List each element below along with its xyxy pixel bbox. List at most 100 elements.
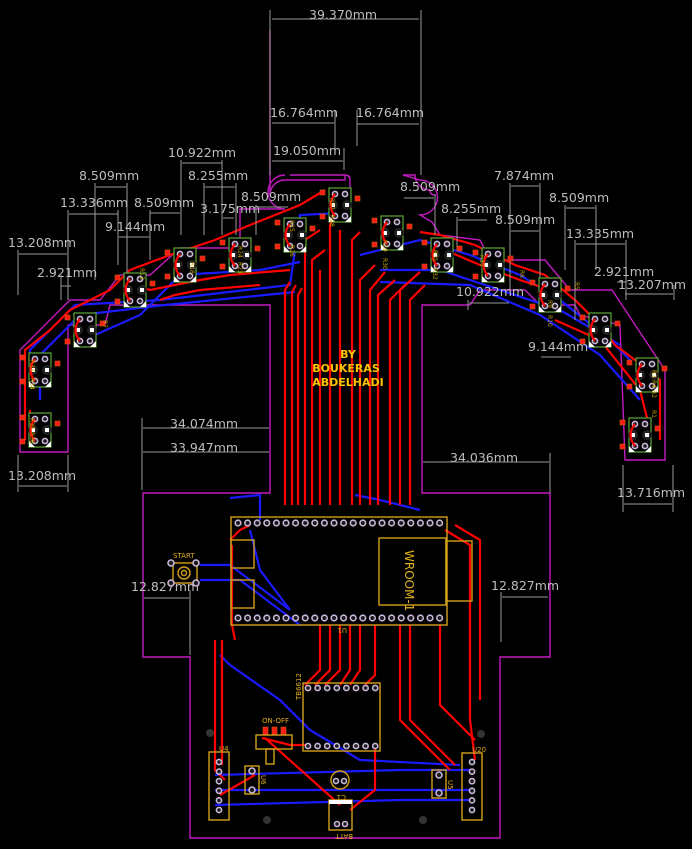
- dim-right-bottom: 13.716mm: [617, 485, 685, 500]
- dim-left-3: 8.255mm: [188, 168, 248, 183]
- header-left-label: U4: [219, 745, 229, 753]
- mcu-ref: U1: [337, 626, 347, 634]
- dim-top-width: 39.370mm: [309, 7, 377, 22]
- dim-right-9: 10.922mm: [456, 284, 524, 299]
- mounting-hole: [477, 730, 485, 738]
- resistor-label: R32: [431, 268, 438, 280]
- resistor-label: R7: [101, 320, 108, 328]
- resistor-label: R34: [28, 378, 35, 390]
- dim-left-8: 9.144mm: [105, 219, 165, 234]
- resistor-label: R33: [28, 360, 35, 372]
- resistor-label: R25: [288, 220, 295, 232]
- capacitor: C1: [330, 770, 350, 801]
- tactile-button[interactable]: [421, 237, 463, 273]
- dim-right-6: 13.335mm: [566, 226, 634, 241]
- resistor-label: R18: [188, 262, 195, 274]
- resistor-label: R29: [381, 240, 388, 252]
- start-button-label: START: [173, 552, 195, 560]
- credit-text: BY BOUKERAS ABDELHADI: [312, 348, 384, 389]
- resistor-label: R31: [431, 250, 438, 262]
- dim-right-4: 8.509mm: [495, 212, 555, 227]
- jumper-left-label: U6: [259, 775, 267, 785]
- tactile-button[interactable]: [274, 217, 316, 253]
- header-right-label: U20: [472, 746, 486, 754]
- resistor-label: R10: [546, 315, 553, 327]
- dim-left-bottom: 13.208mm: [8, 468, 76, 483]
- dim-left-9: 13.208mm: [8, 235, 76, 250]
- credit-line-2: BOUKERAS: [312, 362, 380, 375]
- button-footprints: [19, 187, 668, 453]
- resistor-label: R3: [650, 370, 657, 378]
- dim-left-1: 10.922mm: [168, 145, 236, 160]
- header-right: U20: [461, 746, 486, 821]
- dim-right-2: 7.874mm: [494, 168, 554, 183]
- dim-right-8: 13.207mm: [618, 277, 686, 292]
- tactile-button[interactable]: [579, 312, 621, 348]
- mounting-hole: [206, 729, 214, 737]
- resistor-label: R13: [138, 268, 145, 280]
- start-button[interactable]: START: [167, 552, 200, 587]
- resistor-label: R4: [650, 380, 657, 388]
- board-outline-main: [19, 174, 666, 839]
- driver-pins: [304, 684, 379, 750]
- dim-mid-right: 34.036mm: [450, 450, 518, 465]
- resistor-label: R39: [478, 255, 485, 267]
- mcu-module: WROOM-1 U1: [230, 516, 473, 634]
- dim-left-2: 8.509mm: [79, 168, 139, 183]
- tactile-button[interactable]: [319, 187, 361, 223]
- resistor-label: R38: [28, 432, 35, 444]
- power-switch[interactable]: ON-OFF: [255, 717, 293, 765]
- tactile-button[interactable]: [219, 237, 261, 273]
- resistor-label: R1: [650, 410, 657, 418]
- driver-label: TB6612: [295, 673, 303, 701]
- tactile-button[interactable]: [114, 272, 156, 308]
- dim-left-5: 8.509mm: [134, 195, 194, 210]
- mcu-label: WROOM-1: [402, 550, 416, 611]
- battery-connector: BATT: [328, 799, 353, 840]
- tactile-button[interactable]: [626, 357, 668, 393]
- dim-mid-left-2: 33.947mm: [170, 440, 238, 455]
- dim-notch-left: 16.764mm: [270, 105, 338, 120]
- credit-line-1: BY: [340, 348, 357, 361]
- tactile-button[interactable]: [371, 215, 413, 251]
- motor-driver: TB6612: [295, 673, 381, 752]
- dim-right-1: 8.509mm: [400, 179, 460, 194]
- capacitor-label: C1: [337, 793, 346, 801]
- dim-left-10: 2.921mm: [37, 265, 97, 280]
- resistor-label: R27: [328, 198, 335, 210]
- dim-right-10: 9.144mm: [528, 339, 588, 354]
- dimension-annotations: 39.370mm 16.764mm 16.764mm 19.050mm 10.9…: [8, 7, 686, 655]
- resistor-label: R9: [546, 300, 553, 308]
- dim-grip-left: 12.827mm: [131, 579, 199, 594]
- tactile-button[interactable]: [619, 417, 661, 453]
- resistor-label: R5: [573, 282, 580, 290]
- dim-left-7: 8.509mm: [241, 189, 301, 204]
- switch-label: ON-OFF: [262, 717, 289, 725]
- tactile-button[interactable]: [164, 247, 206, 283]
- resistor-label: R24: [236, 246, 243, 258]
- mounting-hole: [263, 816, 271, 824]
- dim-mid-left-1: 34.074mm: [170, 416, 238, 431]
- tactile-button[interactable]: [19, 352, 61, 388]
- tactile-button[interactable]: [19, 412, 61, 448]
- jumper-left: U6: [244, 765, 267, 795]
- dim-right-3: 8.255mm: [441, 201, 501, 216]
- tactile-button[interactable]: [529, 277, 571, 313]
- header-left: U4: [208, 745, 230, 821]
- mounting-hole: [419, 816, 427, 824]
- resistor-label: R23: [236, 262, 243, 274]
- dim-left-6: 3.175mm: [200, 201, 260, 216]
- dim-right-5: 8.509mm: [549, 190, 609, 205]
- resistor-label: R2: [650, 390, 657, 398]
- tactile-button[interactable]: [472, 247, 514, 283]
- resistor-label: R35: [28, 418, 35, 430]
- tactile-button[interactable]: [64, 312, 106, 348]
- resistor-label: R26: [288, 245, 295, 257]
- mcu-pin-rows: [234, 519, 444, 622]
- dim-grip-right: 12.827mm: [491, 578, 559, 593]
- jumper-right: U5: [431, 769, 454, 799]
- resistor-label: R28: [328, 215, 335, 227]
- dim-left-4: 13.336mm: [60, 195, 128, 210]
